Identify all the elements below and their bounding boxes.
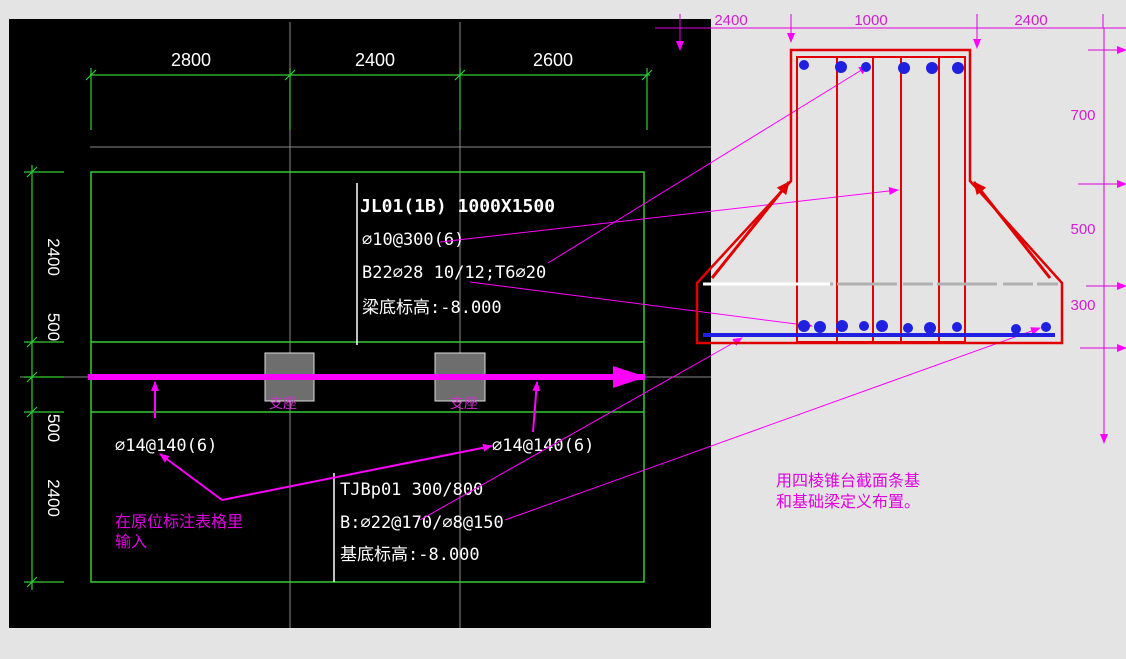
plan-view: 2800 2400 2600 2400 500 500 2400 bbox=[9, 19, 711, 628]
cad-background bbox=[9, 19, 711, 628]
slope-arrow-right bbox=[972, 181, 1052, 279]
section-outline bbox=[695, 48, 1064, 345]
annotation-arrows-plan bbox=[151, 381, 541, 501]
top-dim-2: 2400 bbox=[355, 50, 395, 70]
section-right-dim-1: 700 bbox=[1070, 107, 1095, 124]
plan-note-line-1: 在原位标注表格里 bbox=[115, 512, 243, 531]
left-dimension-line bbox=[24, 165, 64, 590]
beam-label-bars: B22⌀28 10/12;T6⌀20 bbox=[362, 263, 546, 283]
section-right-dim-2: 500 bbox=[1070, 221, 1095, 238]
plan-note-line-2: 输入 bbox=[115, 532, 147, 551]
top-rebars bbox=[799, 60, 964, 74]
support-label-2: 支座 bbox=[450, 396, 478, 412]
section-note-line-1: 用四棱锥台截面条基 bbox=[776, 471, 920, 490]
rebar-label-right: ⌀14@140(6) bbox=[492, 436, 594, 456]
left-dim-3: 500 bbox=[44, 414, 63, 442]
stirrup-lines bbox=[796, 56, 966, 343]
base-label-title: TJBp01 300/800 bbox=[340, 480, 483, 500]
beam-label-title: JL01(1B) 1000X1500 bbox=[360, 196, 555, 217]
top-dim-3: 2600 bbox=[533, 50, 573, 70]
left-dim-4: 2400 bbox=[44, 479, 63, 517]
left-dim-2: 500 bbox=[44, 313, 63, 341]
base-label-elevation: 基底标高:-8.000 bbox=[340, 545, 480, 565]
beam-label-elevation: 梁底标高:-8.000 bbox=[362, 298, 502, 318]
bottom-rebars bbox=[798, 320, 1051, 334]
support-label-1: 支座 bbox=[269, 396, 297, 412]
slope-arrow-left bbox=[710, 181, 791, 279]
section-right-dim-3: 300 bbox=[1070, 297, 1095, 314]
cross-leaders bbox=[419, 65, 1041, 521]
base-label-bars: B:⌀22@170/⌀8@150 bbox=[340, 513, 504, 533]
beam-label-stirrup: ⌀10@300(6) bbox=[362, 230, 464, 250]
top-dim-1: 2800 bbox=[171, 50, 211, 70]
section-top-dim-2: 1000 bbox=[854, 12, 887, 29]
rebar-label-left: ⌀14@140(6) bbox=[115, 436, 217, 456]
section-note-line-2: 和基础梁定义布置。 bbox=[776, 492, 920, 511]
section-view: 2400 1000 2400 700 500 300 bbox=[655, 12, 1126, 511]
section-right-dim-ticks bbox=[1078, 46, 1126, 352]
left-dim-1: 2400 bbox=[44, 238, 63, 276]
top-dimension-line bbox=[85, 68, 653, 130]
section-top-dim-3: 2400 bbox=[1014, 12, 1047, 29]
section-top-dim-1: 2400 bbox=[714, 12, 747, 29]
section-top-dim-ticks bbox=[676, 14, 1104, 51]
